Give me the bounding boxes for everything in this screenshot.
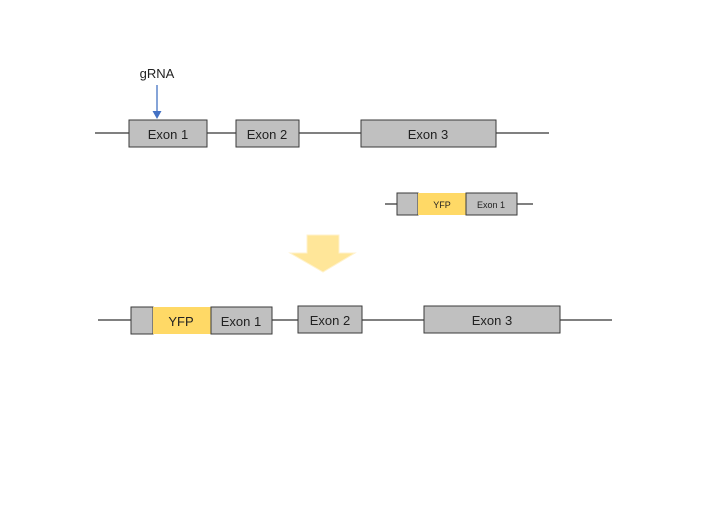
donor-exon-1-label: Exon 1 xyxy=(477,200,505,210)
donor-yfp-label: YFP xyxy=(433,200,451,210)
grna-label: gRNA xyxy=(140,66,175,81)
exon-2-label: Exon 2 xyxy=(247,127,287,142)
donor-yfp-box xyxy=(418,193,466,215)
down-arrow-icon xyxy=(288,234,357,273)
exon-1-box xyxy=(128,119,208,148)
exon-3-box xyxy=(360,119,497,148)
exon-1-label: Exon 1 xyxy=(148,127,188,142)
grna-arrow-head xyxy=(152,111,162,119)
edited-exon-1-box xyxy=(210,306,273,335)
edited-exon-1-label: Exon 1 xyxy=(221,314,261,329)
edited-exon-2-label: Exon 2 xyxy=(310,313,350,328)
edited-exon-3-box xyxy=(423,305,561,334)
grna-marker: gRNA xyxy=(140,66,175,119)
original-gene: Exon 1 Exon 2 Exon 3 xyxy=(95,119,549,148)
edited-yfp-box xyxy=(153,307,211,334)
donor-exon-1-box xyxy=(465,192,518,216)
donor-homology-arm-box xyxy=(396,192,419,216)
edited-gene: YFP Exon 1 Exon 2 Exon 3 xyxy=(98,305,612,335)
edited-exon-3-label: Exon 3 xyxy=(472,313,512,328)
donor-template: YFP Exon 1 xyxy=(385,192,533,216)
exon-3-label: Exon 3 xyxy=(408,127,448,142)
edited-yfp-label: YFP xyxy=(168,314,193,329)
exon-2-box xyxy=(235,119,300,148)
edited-homology-arm-box xyxy=(130,306,154,335)
edited-exon-2-box xyxy=(297,305,363,334)
